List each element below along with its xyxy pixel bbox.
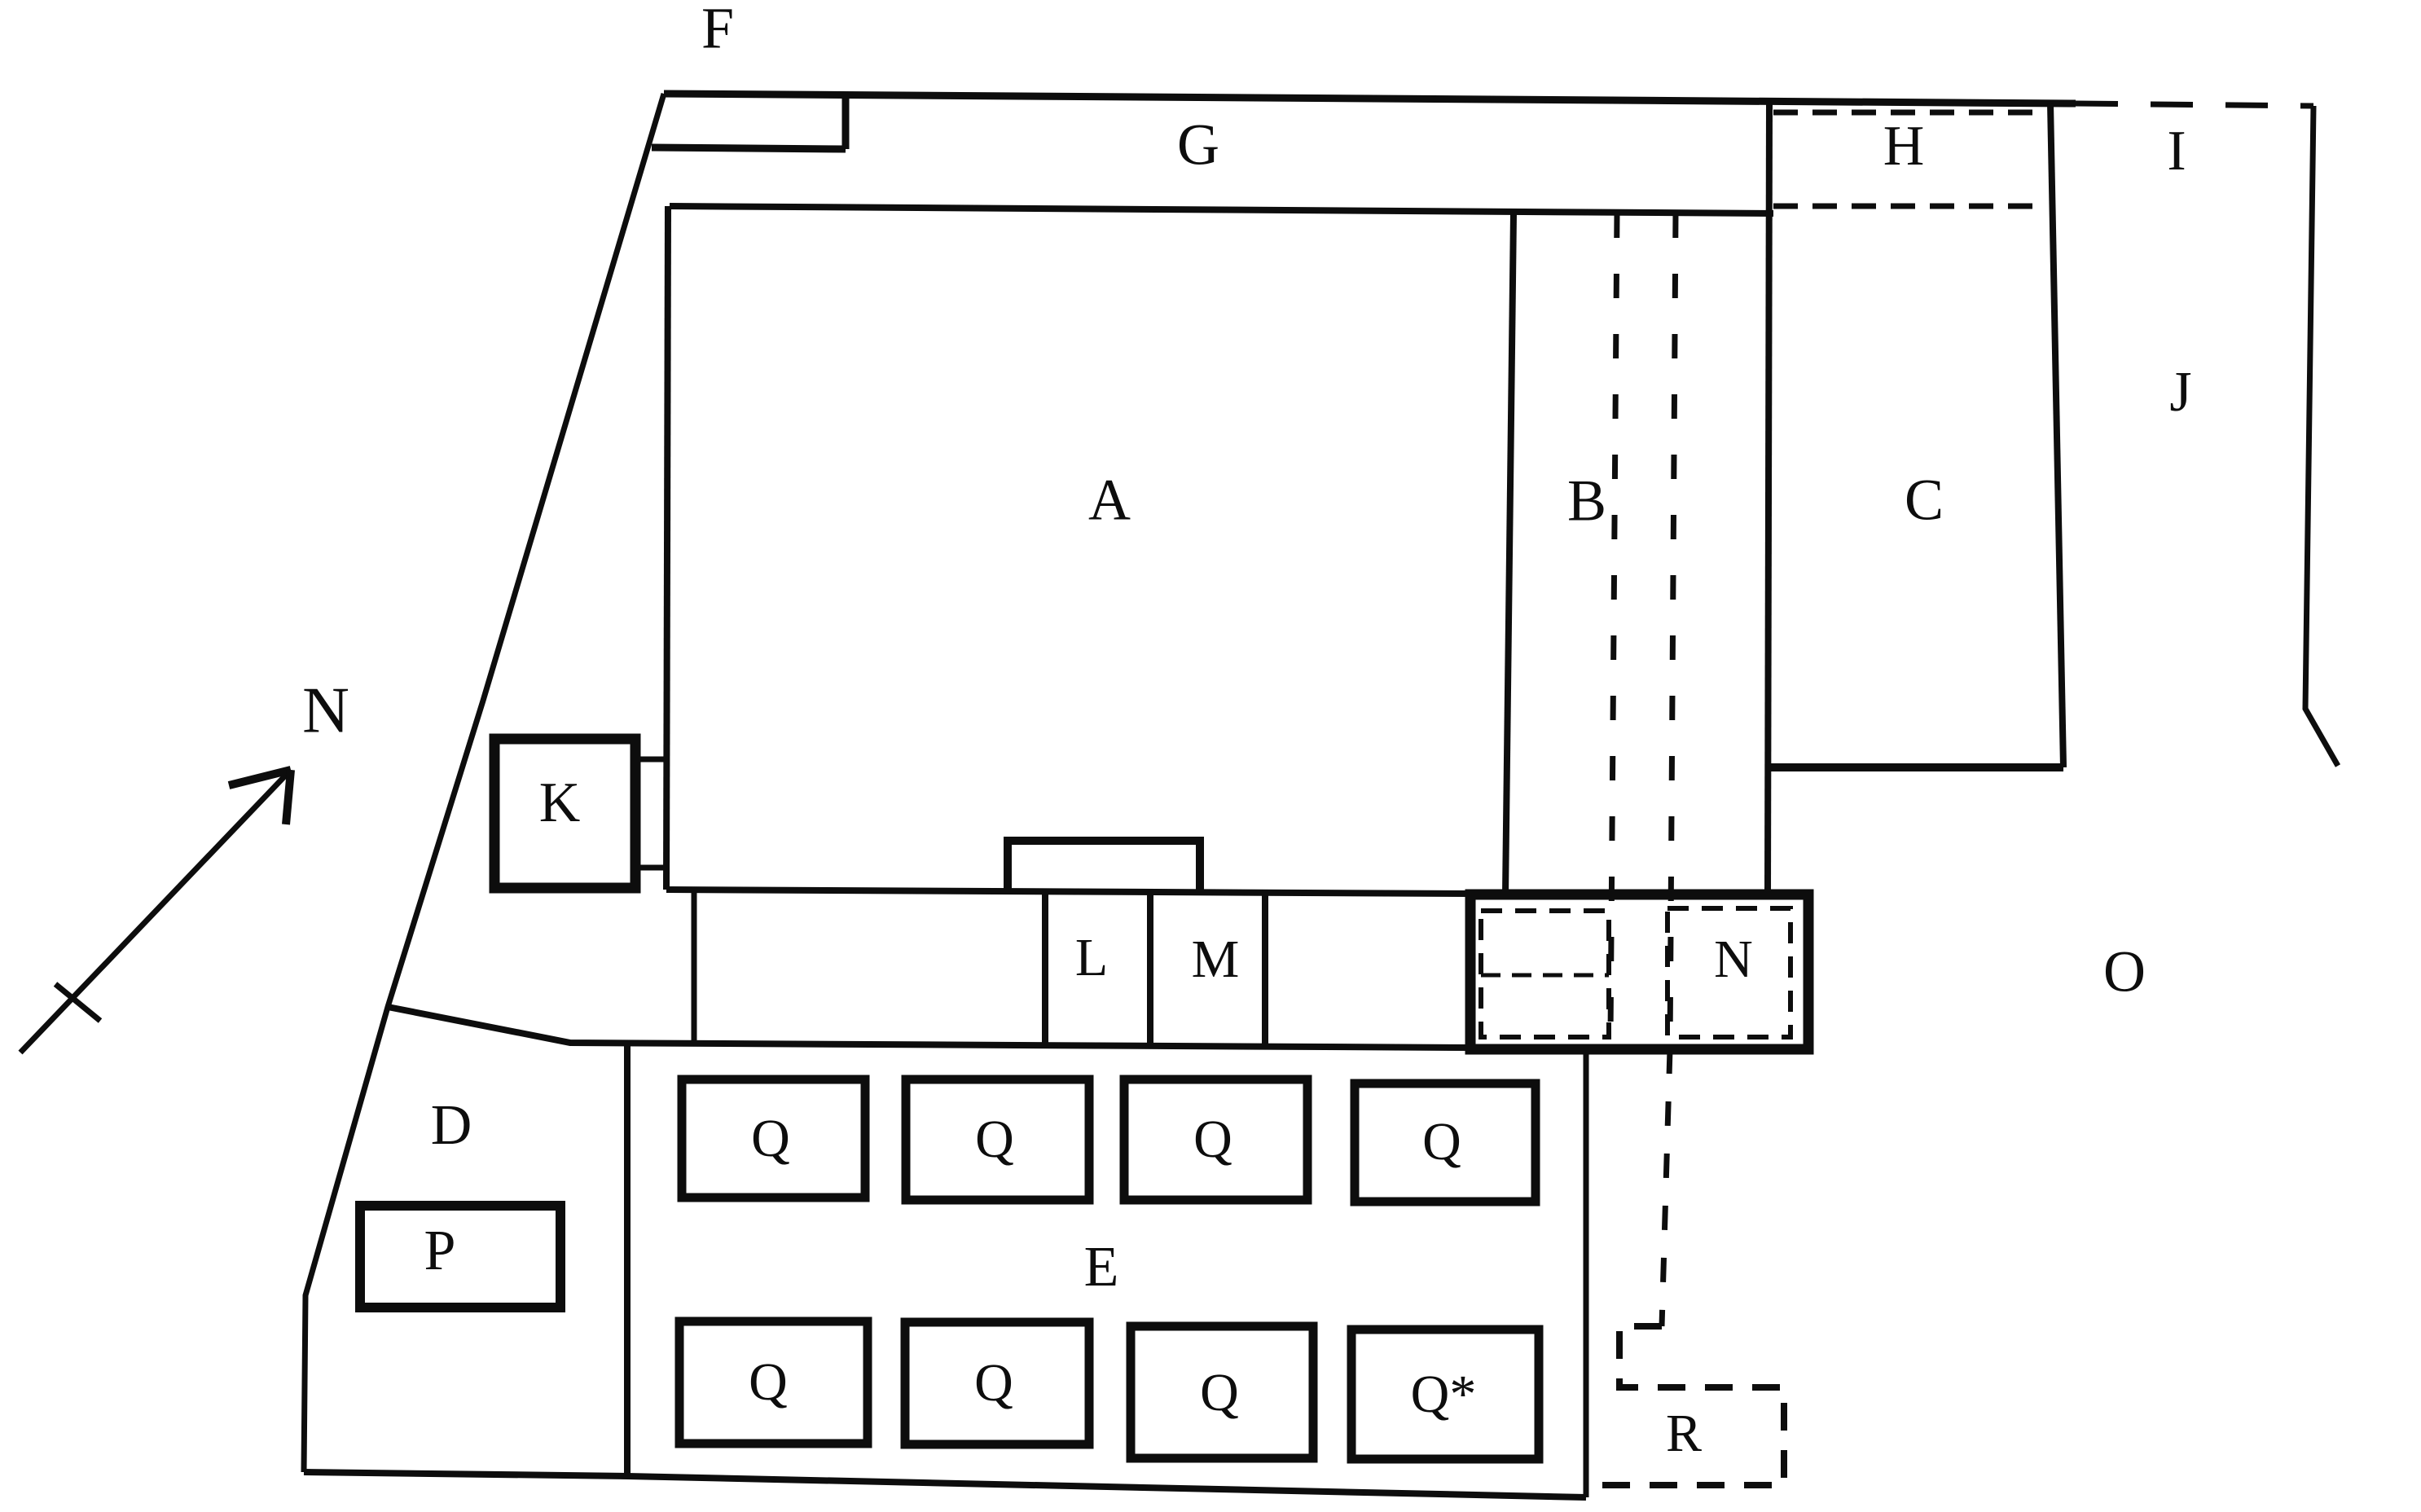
label-Q3: Q xyxy=(1193,1110,1232,1169)
label-Q1: Q xyxy=(751,1109,790,1168)
strip-G-bottom xyxy=(669,203,1774,217)
hut-Q8 xyxy=(1347,1325,1544,1464)
north-arrow-shaft xyxy=(18,767,293,1055)
strip-B-dashed-2 xyxy=(1667,213,1679,1050)
hut-Q7 xyxy=(1126,1321,1318,1463)
label-Q8: Q* xyxy=(1411,1365,1477,1424)
label-Q6: Q xyxy=(974,1353,1013,1413)
label-Q7: Q xyxy=(1200,1363,1239,1422)
label-Q4: Q xyxy=(1422,1112,1461,1171)
label-H: H xyxy=(1883,115,1925,178)
room-A-right xyxy=(1502,213,1517,895)
label-I: I xyxy=(2167,120,2186,182)
label-R: R xyxy=(1666,1404,1702,1463)
hut-Q2 xyxy=(901,1075,1094,1205)
north-arrow-tail-tick xyxy=(53,982,103,1023)
label-Q2: Q xyxy=(975,1110,1014,1169)
corridor-bottom-long xyxy=(387,1004,1475,1051)
label-N-room: N xyxy=(1714,930,1753,989)
label-M: M xyxy=(1192,930,1240,989)
hut-Q4 xyxy=(1350,1079,1540,1207)
label-P: P xyxy=(424,1220,456,1282)
hut-Q3 xyxy=(1119,1075,1312,1205)
wall-C-right xyxy=(2047,103,2067,768)
annex-F-bottom xyxy=(651,143,846,153)
hut-Q5 xyxy=(674,1316,872,1448)
room-N-inner-box-left xyxy=(1479,908,1611,1040)
label-A: A xyxy=(1088,468,1131,533)
area-R-outline xyxy=(1588,1323,1787,1488)
hut-Q1 xyxy=(677,1075,870,1202)
label-J: J xyxy=(2169,361,2191,424)
notch-on-A-bottom xyxy=(1004,837,1204,890)
boundary-top xyxy=(663,90,2076,108)
boundary-right xyxy=(2302,105,2341,767)
label-L: L xyxy=(1075,928,1108,987)
label-N-compass: N xyxy=(302,675,349,746)
north-arrow-barb-left xyxy=(227,766,292,789)
label-Q5: Q xyxy=(749,1352,788,1412)
room-K xyxy=(489,733,641,894)
label-O: O xyxy=(2103,939,2146,1004)
label-G: G xyxy=(1177,112,1219,178)
room-A-bottom xyxy=(666,886,1473,897)
room-P xyxy=(355,1201,565,1312)
hut-Q6 xyxy=(900,1317,1094,1449)
label-K: K xyxy=(539,771,581,834)
room-N xyxy=(1465,889,1814,1055)
label-B: B xyxy=(1567,468,1606,534)
label-F: F xyxy=(701,0,734,61)
label-E: E xyxy=(1084,1236,1119,1299)
room-A-left xyxy=(663,205,671,890)
north-arrow-barb-down xyxy=(282,769,295,825)
label-C: C xyxy=(1905,468,1944,533)
dashed-link-N-to-R xyxy=(1659,1048,1673,1327)
label-D: D xyxy=(431,1094,472,1157)
boundary-top-right-dashed xyxy=(2075,100,2314,109)
wall-C-left xyxy=(1764,103,1773,895)
room-N-inner-box-right xyxy=(1665,906,1793,1040)
